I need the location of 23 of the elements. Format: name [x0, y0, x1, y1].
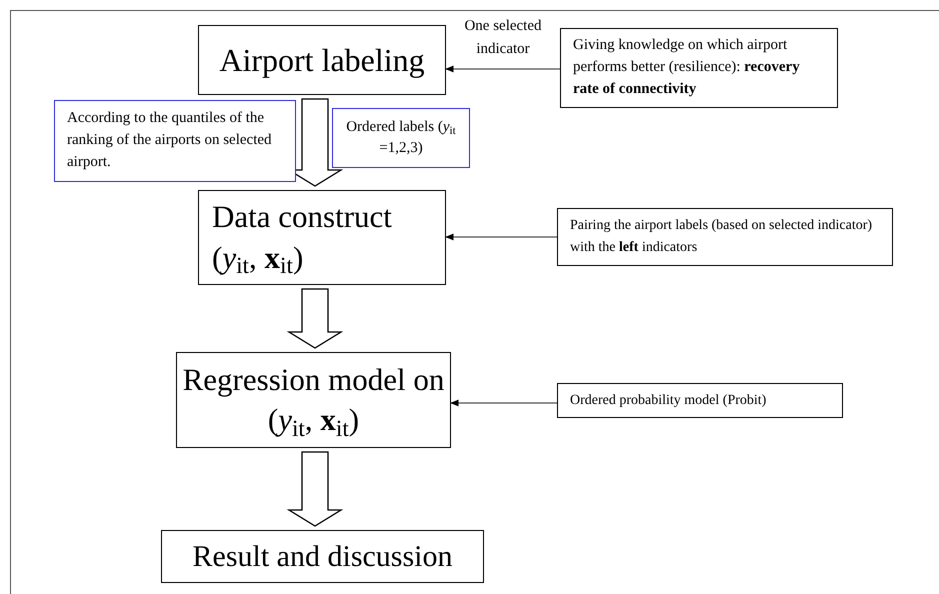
- arrow: [445, 234, 557, 240]
- box-text: Ordered probability model (Probit): [570, 392, 768, 410]
- note-box: [54, 100, 296, 182]
- box-text: Regression model on (y$_{it}$, x$_{it}$): [182, 360, 446, 440]
- note-box: [557, 208, 893, 266]
- box-text: Result and discussion: [192, 539, 454, 575]
- block-arrow: [286, 288, 344, 349]
- box-text: Airport labeling: [218, 41, 426, 80]
- block-arrow: [286, 451, 344, 527]
- process-box: [161, 530, 484, 583]
- box-text: Ordered labels (y$_{it}$ =1,2,3): [345, 118, 457, 158]
- box-text: Data construct (y$_{it}$, x$_{it}$): [212, 198, 393, 278]
- note-box: [560, 28, 838, 108]
- box-text: According to the quantiles of the ranking of the airports on selected airport.: [67, 109, 273, 172]
- process-box: [198, 190, 446, 285]
- arrow: [450, 400, 557, 406]
- note-box: [332, 108, 470, 168]
- box-text: Pairing the airport labels (based on selected indicator) with the left indicators: [570, 216, 874, 257]
- note-box: [557, 383, 843, 418]
- arrow: [445, 66, 560, 72]
- process-box: [176, 352, 451, 448]
- process-box: [198, 25, 446, 95]
- box-text: Giving knowledge on which airport performs better (resilience): recovery rate of connectivity: [573, 36, 801, 99]
